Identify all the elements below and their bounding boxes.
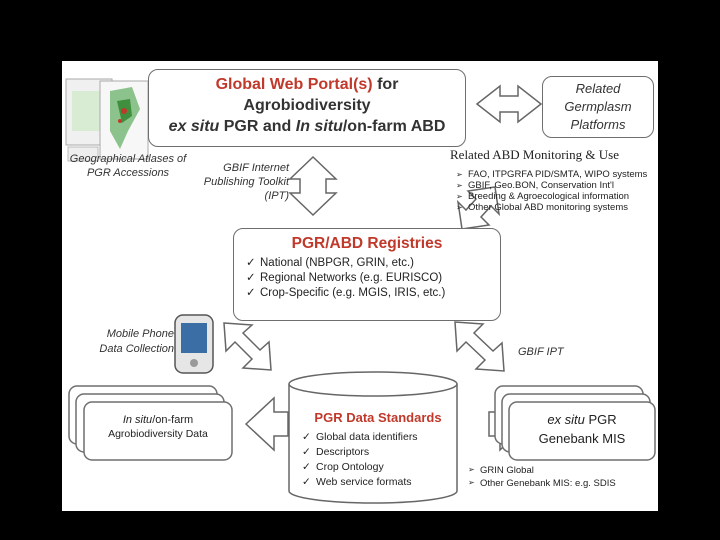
double-arrow-diagonal-top-right bbox=[456, 186, 501, 230]
gbif-toolkit-label: GBIF Internet Publishing Toolkit (IPT) bbox=[203, 162, 289, 202]
exsitu-pgr: PGR bbox=[584, 412, 617, 427]
genebank-list: ➢ GRIN Global ➢ Other Genebank MIS: e.g. S… bbox=[468, 464, 658, 490]
double-arrow-diagonal-bottom-right bbox=[454, 321, 505, 372]
exsitu-line2: Genebank MIS bbox=[538, 431, 626, 446]
standards-item: ✓ Global data identifiers bbox=[302, 430, 458, 445]
arrows-layer bbox=[65, 78, 656, 504]
registries-box: PGR/ABD Registries ✓ National (NBPGR, GRI… bbox=[233, 228, 501, 321]
arrow-bullet-icon: ➢ bbox=[468, 465, 475, 474]
registries-item-text: National (NBPGR, GRIN, etc.) bbox=[260, 257, 415, 269]
monitoring-item: ➢ FAO, ITPGRFA PID/SMTA, WIPO systems bbox=[456, 169, 658, 180]
double-arrow-vertical bbox=[288, 155, 338, 217]
atlas-map-thumbnails bbox=[65, 78, 149, 162]
genebank-item-text: GRIN Global bbox=[480, 465, 534, 476]
check-icon: ✓ bbox=[302, 476, 311, 488]
mobile-label: Mobile Phone Data Collection bbox=[99, 328, 174, 355]
portal-insitu: In situ bbox=[295, 118, 343, 135]
arrow-bullet-icon: ➢ bbox=[456, 203, 463, 212]
monitoring-section: Related ABD Monitoring & Use ➢ FAO, ITPGR… bbox=[450, 147, 658, 213]
registries-item: ✓ National (NBPGR, GRIN, etc.) bbox=[246, 256, 500, 271]
check-icon: ✓ bbox=[246, 272, 256, 284]
genebank-item: ➢ Other Genebank MIS: e.g. SDIS bbox=[468, 477, 658, 490]
arrow-bullet-icon: ➢ bbox=[468, 478, 475, 487]
standards-item: ✓ Descriptors bbox=[302, 445, 458, 460]
monitoring-item-text: Other Global ABD monitoring systems bbox=[468, 202, 628, 213]
mobile-phone-image bbox=[174, 314, 214, 374]
check-icon: ✓ bbox=[302, 431, 311, 443]
database-cylinder bbox=[288, 384, 458, 504]
genebank-item-text: Other Genebank MIS: e.g. SDIS bbox=[480, 478, 616, 489]
insitu-italic: In situ bbox=[122, 414, 153, 426]
double-arrow-horizontal bbox=[475, 84, 543, 124]
monitoring-item: ➢ Breeding & Agroecological information bbox=[456, 191, 658, 202]
monitoring-item: ➢ Other Global ABD monitoring systems bbox=[456, 202, 658, 213]
portal-pgr-and: PGR and bbox=[219, 118, 296, 135]
arrow-bullet-icon: ➢ bbox=[456, 181, 463, 190]
registries-list: ✓ National (NBPGR, GRIN, etc.) ✓ Regional … bbox=[246, 256, 500, 301]
exsitu-card: ex situ PGR Genebank MIS bbox=[510, 410, 654, 448]
portal-exsitu: ex situ bbox=[168, 118, 220, 135]
monitoring-item-text: GBIF, Geo.BON, Conservation Int'l bbox=[468, 180, 614, 191]
related-germplasm-box: Related Germplasm Platforms bbox=[542, 76, 654, 138]
monitoring-item-text: FAO, ITPGRFA PID/SMTA, WIPO systems bbox=[468, 169, 648, 180]
portal-title-line1: Global Web Portal(s) for bbox=[149, 74, 465, 95]
arrow-bullet-icon: ➢ bbox=[456, 170, 463, 179]
portal-title-line3: ex situ PGR and In situ/on-farm ABD bbox=[149, 116, 465, 137]
portal-title-for: for bbox=[372, 76, 399, 93]
standards-item: ✓ Crop Ontology bbox=[302, 460, 458, 475]
registries-title: PGR/ABD Registries bbox=[291, 235, 443, 252]
arrow-bullet-icon: ➢ bbox=[456, 192, 463, 201]
double-arrow-diagonal-bottom-left bbox=[223, 322, 272, 371]
standards-item-text: Descriptors bbox=[316, 446, 370, 458]
diagram-panel: Global Web Portal(s) for Agrobiodiversit… bbox=[62, 61, 658, 511]
check-icon: ✓ bbox=[246, 287, 256, 299]
global-web-portal-box: Global Web Portal(s) for Agrobiodiversit… bbox=[148, 69, 466, 147]
stack-card-left-3 bbox=[83, 401, 233, 461]
check-icon: ✓ bbox=[246, 257, 256, 269]
data-standards: PGR Data Standards ✓ Global data identifi… bbox=[298, 410, 458, 490]
standards-item-text: Crop Ontology bbox=[316, 461, 384, 473]
check-icon: ✓ bbox=[302, 461, 311, 473]
atlas-label: Geographical Atlases of PGR Accessions bbox=[69, 153, 187, 179]
gbif-ipt-label: GBIF IPT bbox=[518, 346, 564, 358]
portal-title-red: Global Web Portal(s) bbox=[215, 76, 373, 93]
standards-item-text: Global data identifiers bbox=[316, 431, 418, 443]
insitu-onfarm: /on-farm bbox=[152, 414, 194, 426]
portal-onfarm: /on-farm ABD bbox=[342, 118, 446, 135]
registries-item-text: Regional Networks (e.g. EURISCO) bbox=[260, 272, 443, 284]
stack-card-right-3 bbox=[508, 401, 656, 461]
standards-item: ✓ Web service formats bbox=[302, 475, 458, 490]
standards-item-text: Web service formats bbox=[316, 476, 412, 488]
monitoring-list: ➢ FAO, ITPGRFA PID/SMTA, WIPO systems ➢ GB… bbox=[456, 169, 658, 213]
genebank-item: ➢ GRIN Global bbox=[468, 464, 658, 477]
block-arrow-left bbox=[244, 396, 289, 452]
insitu-card: In situ/on-farm Agrobiodiversity Data bbox=[92, 413, 224, 441]
insitu-line1: In situ/on-farm bbox=[92, 413, 224, 427]
monitoring-item-text: Breeding & Agroecological information bbox=[468, 191, 630, 202]
check-icon: ✓ bbox=[302, 446, 311, 458]
insitu-line2: Agrobiodiversity Data bbox=[108, 428, 208, 440]
registries-item: ✓ Regional Networks (e.g. EURISCO) bbox=[246, 271, 500, 286]
monitoring-item: ➢ GBIF, Geo.BON, Conservation Int'l bbox=[456, 180, 658, 191]
standards-list: ✓ Global data identifiers ✓ Descriptors ✓ C… bbox=[302, 430, 458, 490]
standards-title: PGR Data Standards bbox=[314, 410, 442, 425]
registries-item-text: Crop-Specific (e.g. MGIS, IRIS, etc.) bbox=[260, 287, 446, 299]
exsitu-italic: ex situ bbox=[547, 412, 585, 427]
monitoring-title: Related ABD Monitoring & Use bbox=[450, 147, 619, 162]
portal-title-line2: Agrobiodiversity bbox=[243, 97, 371, 114]
exsitu-line1: ex situ PGR bbox=[510, 410, 654, 429]
registries-item: ✓ Crop-Specific (e.g. MGIS, IRIS, etc.) bbox=[246, 286, 500, 301]
